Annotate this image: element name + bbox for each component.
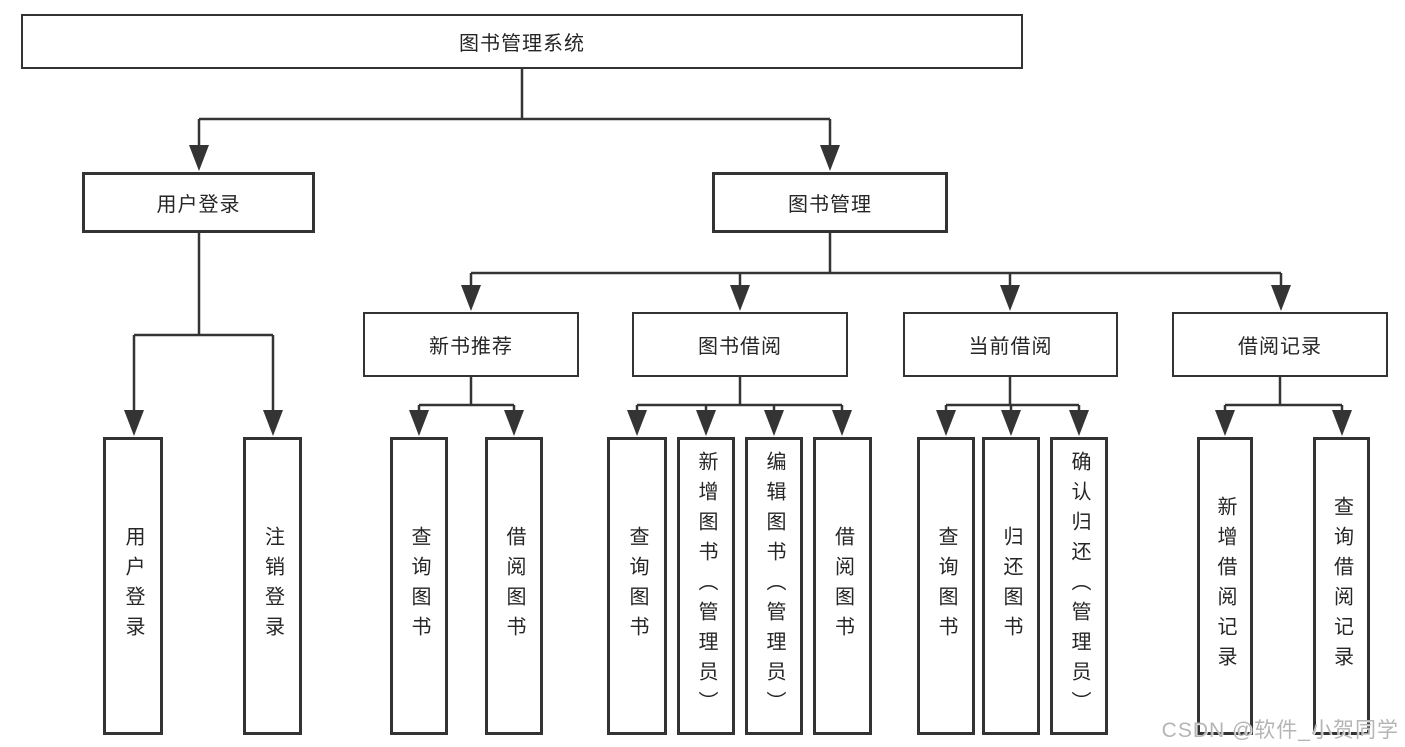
node-borrow-query-books: 查询图书 bbox=[607, 437, 667, 735]
node-borrow-add-books-admin: 新增图书（管理员） bbox=[677, 437, 735, 735]
node-current-return-books: 归还图书 bbox=[982, 437, 1040, 735]
node-current-borrowing: 当前借阅 bbox=[903, 312, 1118, 377]
csdn-watermark: CSDN @软件_小贺同学 bbox=[1161, 719, 1399, 742]
connector-root-to-level2 bbox=[189, 69, 840, 171]
connector-borrow-records-children bbox=[1215, 377, 1352, 436]
node-book-borrowing: 图书借阅 bbox=[632, 312, 848, 377]
node-borrowing-records: 借阅记录 bbox=[1172, 312, 1388, 377]
node-new-book-recommendation: 新书推荐 bbox=[363, 312, 579, 377]
node-current-query-books: 查询图书 bbox=[917, 437, 975, 735]
node-current-confirm-return-admin: 确认归还（管理员） bbox=[1050, 437, 1108, 735]
node-user-login-action: 用户登录 bbox=[103, 437, 163, 735]
node-records-query-borrow-record: 查询借阅记录 bbox=[1313, 437, 1370, 735]
node-records-add-borrow-record: 新增借阅记录 bbox=[1197, 437, 1253, 735]
node-logout-action: 注销登录 bbox=[243, 437, 302, 735]
node-book-management: 图书管理 bbox=[712, 172, 948, 233]
node-borrow-borrow-books: 借阅图书 bbox=[813, 437, 872, 735]
connector-book-mgmt-children bbox=[461, 233, 1291, 311]
connector-current-borrow-children bbox=[936, 377, 1089, 436]
node-borrow-edit-books-admin: 编辑图书（管理员） bbox=[745, 437, 803, 735]
connector-user-login-children bbox=[124, 233, 283, 436]
node-newbook-query-books: 查询图书 bbox=[390, 437, 448, 735]
connector-book-borrow-children bbox=[627, 377, 852, 436]
node-library-system: 图书管理系统 bbox=[21, 14, 1023, 69]
connector-new-book-children bbox=[409, 377, 524, 436]
node-newbook-borrow-books: 借阅图书 bbox=[485, 437, 543, 735]
node-user-login: 用户登录 bbox=[82, 172, 315, 233]
